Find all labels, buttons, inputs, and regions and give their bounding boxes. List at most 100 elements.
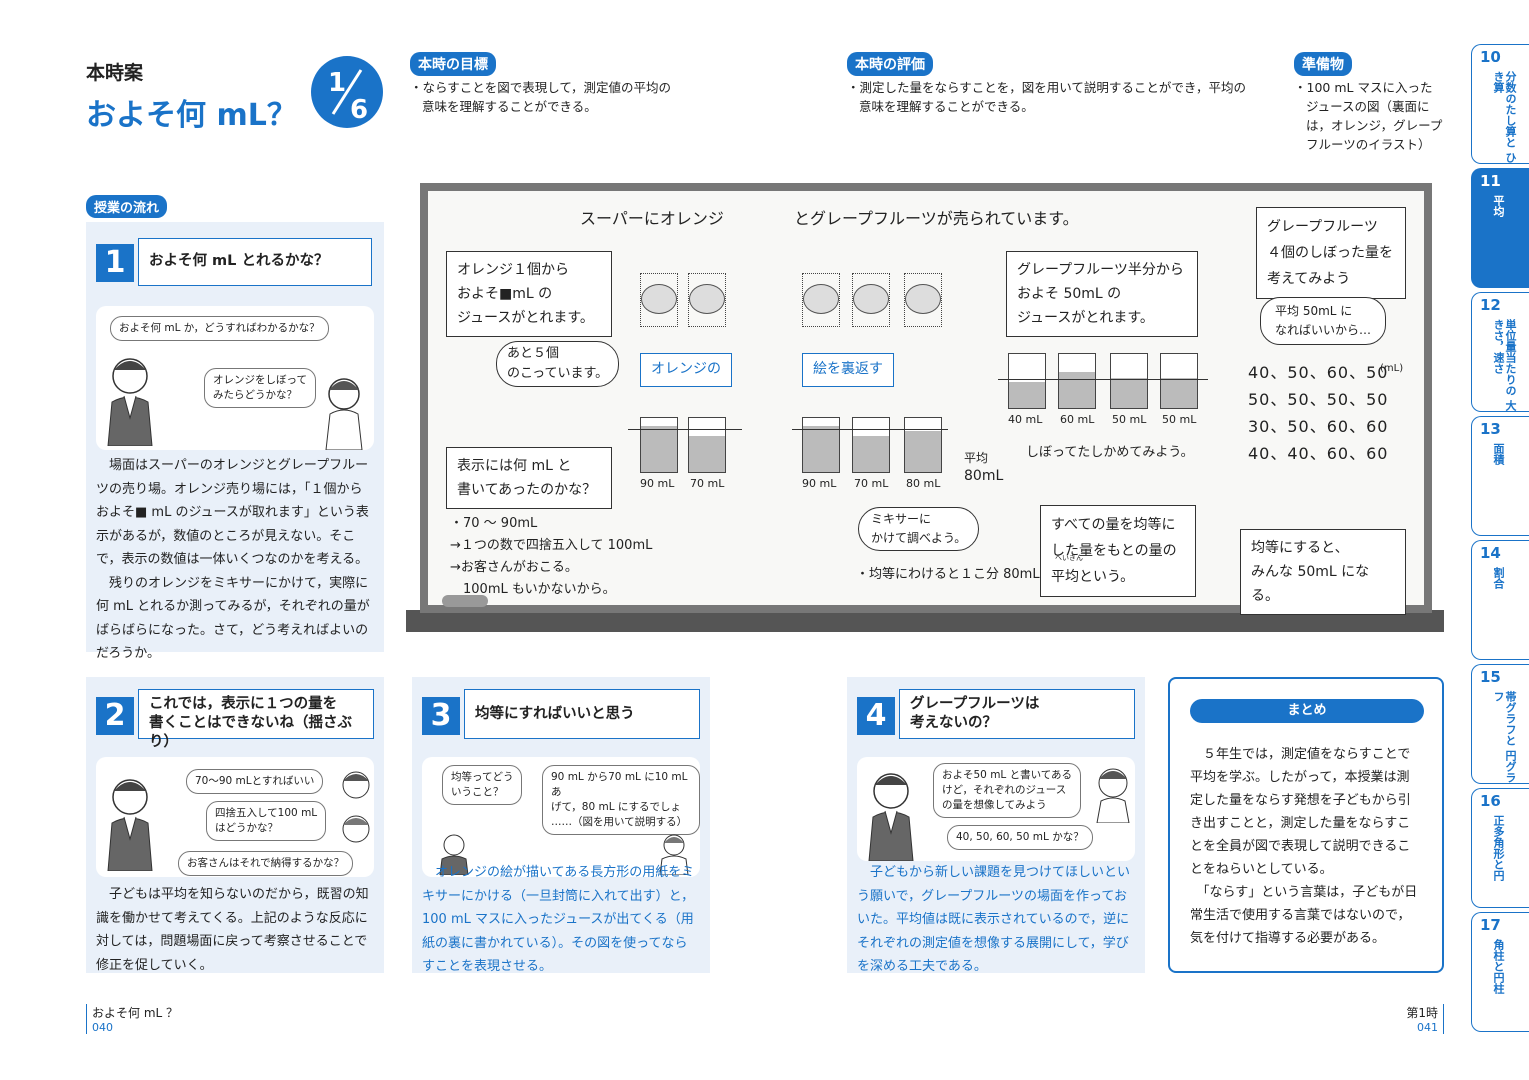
step-1-illustration: およそ何 mL か，どうすればわかるかな？ オレンジをしぼって みたらどうかな？ [96,306,374,450]
step-2-speech-2-line: 四捨五入して100 mL [215,807,318,819]
footer-left-page: 040 [92,1021,113,1034]
step-4-question-line-1: グレープフルーツは [910,696,1040,712]
step-4-question: グレープフルーツは 考えないの？ [899,689,1135,739]
board-grape-line: ジュースがとれます。 [1017,310,1154,326]
step-1-child-speech-line-2: みたらどうかな？ [213,389,297,401]
child-face-icon [342,771,370,799]
tab-title: 面積 [1492,443,1505,465]
evaluation-badge: 本時の評価 [847,52,933,76]
teacher-figure-icon [868,773,914,861]
summary-line: とを全員が図で表現して説明できるこ [1190,839,1411,854]
board-definition-box: すべての量を均等に した量をもとの量の へいきん 平均という。 [1040,505,1196,597]
summary-line: 気を付けて指導する必要がある。 [1190,931,1386,946]
board-grape-line: およそ 50mL の [1017,286,1122,302]
board-display-line: 表示には何 mL と [457,458,572,474]
page-title: およそ何 mL？ [86,98,297,133]
board-grape4-line: ４個のしぼった量を [1267,245,1393,261]
board-value-rows: 40、50、60、50 50、50、50、50 30、50、60、60 40、4… [1248,359,1388,467]
cup-a-90 [640,417,678,473]
step-2-question: これでは，表示に１つの量を 書くことはできないね（揺さぶり） [138,689,374,750]
preparation-section: 準備物 ・100 mL マスに入った ジュースの図（裏面に は，オレンジ，グレー… [1294,52,1442,154]
step-2-line: 修正を促していく。 [96,957,213,973]
step-3-line: 紙の裏に書かれている）。その図を使ってなら [422,935,688,951]
board-avg50-cloud: 平均 50mL に なればいいから… [1260,297,1387,345]
step-3-speech-2: 90 mL から70 mL に10 mL あ げて，80 mL にするでしょ …… [542,765,700,835]
cup-c-label-3: 50 mL [1112,413,1147,426]
child-small-icon [659,834,689,875]
board-mixer-cloud: ミキサーに かけて調べよう。 [858,507,980,551]
board-mixer-line: かけて調べよう。 [871,531,967,545]
board-note-line: 100mL もいかないから。 [450,582,616,597]
step-3-line: すことを表現させる。 [422,959,553,974]
step-4-line: それぞれの測定値を想像する展開にして，学び [857,935,1129,951]
cup-c-label-1: 40 mL [1008,413,1043,426]
chapter-tab-17[interactable]: 17 角柱と円柱 [1471,912,1529,1032]
footer-right-title: 第1時 [1406,1006,1438,1020]
step-3-illustration: 均等ってどう いうこと？ 90 mL から70 mL に10 mL あ げて，8… [422,757,700,877]
summary-line: き出すことと，測定した量をならすこ [1190,816,1411,831]
prep-line-3: フルーツのイラスト） [1306,137,1431,152]
board-orange-box: オレンジ１個から およそ■mL の ジュースがとれます。 [446,251,612,337]
footer-right: 第1時 041 [1386,1004,1444,1034]
step-2-question-line-1: これでは，表示に１つの量を [149,696,338,712]
board-average-label: 平均 80mL [964,449,1003,485]
step-1-line: 何 mL とれるか測ってみるが，それぞれの量が [96,599,370,614]
step-4-line: いた。平均値は既に表示されているので，逆に [857,912,1130,927]
chapter-tab-11[interactable]: 11 平均 [1471,168,1529,288]
board-avg-line: 80mL [964,468,1004,484]
chapter-tab-15[interactable]: 15 帯グラフと 円グラフ [1471,664,1529,784]
step-3-description: オレンジの絵が描いてある長方形の用紙をミ キサーにかける（一旦封筒に入れて出す）… [422,861,706,979]
board-title-1: スーパーにオレンジ [580,209,724,228]
chapter-tab-10[interactable]: 10 分数のたし算と ひき算 [1471,44,1529,164]
eval-text-1: ・測定した量をならすことを，図を用いて説明することができ，平均の [847,80,1247,95]
cup-b-70 [852,417,890,473]
child-figure-icon [325,378,363,450]
step-1-line: ばらばらになった。さて，どう考えればよいの [96,622,369,638]
tab-title: 正多角形と円 [1492,815,1505,881]
step-2-number: 2 [96,697,134,735]
step-2-line: 子どもは平均を知らないのだから，既習の知 [96,887,369,902]
cup-a-label-2: 70 mL [690,477,725,490]
fraction-graphic: 1 6 [328,68,368,125]
board-value-row: 30、50、60、60 [1248,417,1389,436]
step-4-number: 4 [857,697,895,735]
step-4-speech-1-line: およそ50 mL と書いてある [942,769,1072,781]
board-avg50-line: 平均 50mL に [1275,304,1353,318]
step-4-speech-2: 40, 50, 60, 50 mL かな？ [947,825,1093,850]
step-2-line: 対しては，問題場面に戻って考察させることで [96,934,368,949]
orange-card [802,273,840,327]
step-4-speech-1-line: けど，それぞれのジュース [942,784,1067,796]
chapter-tab-14[interactable]: 14 割合 [1471,540,1529,660]
summary-line: 定した量をならす発想を子どもから引 [1190,793,1411,808]
step-4-panel: 4 グレープフルーツは 考えないの？ およそ50 mL と書いてある けど，それ… [847,677,1145,974]
goal-text-1: ・ならすことを図で表現して，測定値の平均の [410,80,672,95]
lesson-plan-label: 本時案 [86,62,144,84]
step-3-speech-1-line: 均等ってどう [451,771,514,783]
step-3-speech-2-line: げて，80 mL にするでしょ [551,801,681,813]
goal-badge: 本時の目標 [410,52,496,76]
board-grape-line: グレープフルーツ半分から [1017,262,1184,278]
chapter-tab-12[interactable]: 12 単位量当たりの 大きさ，速さ [1471,292,1529,412]
step-4-line: を深める工夫である。 [857,959,987,974]
step-4-line: う願いで，グレープフルーツの場面を作ってお [857,888,1128,904]
board-orange-line: オレンジ１個から [457,262,569,278]
chapter-tab-13[interactable]: 13 面積 [1471,416,1529,536]
chapter-tab-16[interactable]: 16 正多角形と円 [1471,788,1529,908]
step-1-line: で，表示の数値は一体いくつなのかを考える。 [96,552,369,567]
board-equal-note: ・均等にわけると１こ分 80mL [856,567,1040,582]
board-cloud-line: のこっています。 [507,366,609,381]
board-grape4-box: グレープフルーツ ４個のしぼった量を 考えてみよう [1256,207,1406,299]
board-flip-label: 絵を裏返す [802,353,894,387]
board-result-line: みんな 50mL になる。 [1251,564,1370,604]
goal-text-2: 意味を理解することができる。 [422,99,597,114]
board-result-box: 均等にすると、 みんな 50mL になる。 [1240,529,1406,615]
cup-b-label-2: 70 mL [854,477,889,490]
tab-number: 12 [1480,296,1501,314]
summary-line: 「ならす」という言葉は，子どもが日 [1190,885,1418,900]
blackboard: スーパーにオレンジ とグレープフルーツが売られています。 オレンジ１個から およ… [420,183,1432,615]
summary-badge: まとめ [1190,699,1424,723]
teacher-figure-icon [107,779,153,871]
cup-b-80 [904,417,942,473]
board-display-line: 書いてあったのかな？ [457,482,597,498]
level-line [628,429,742,430]
